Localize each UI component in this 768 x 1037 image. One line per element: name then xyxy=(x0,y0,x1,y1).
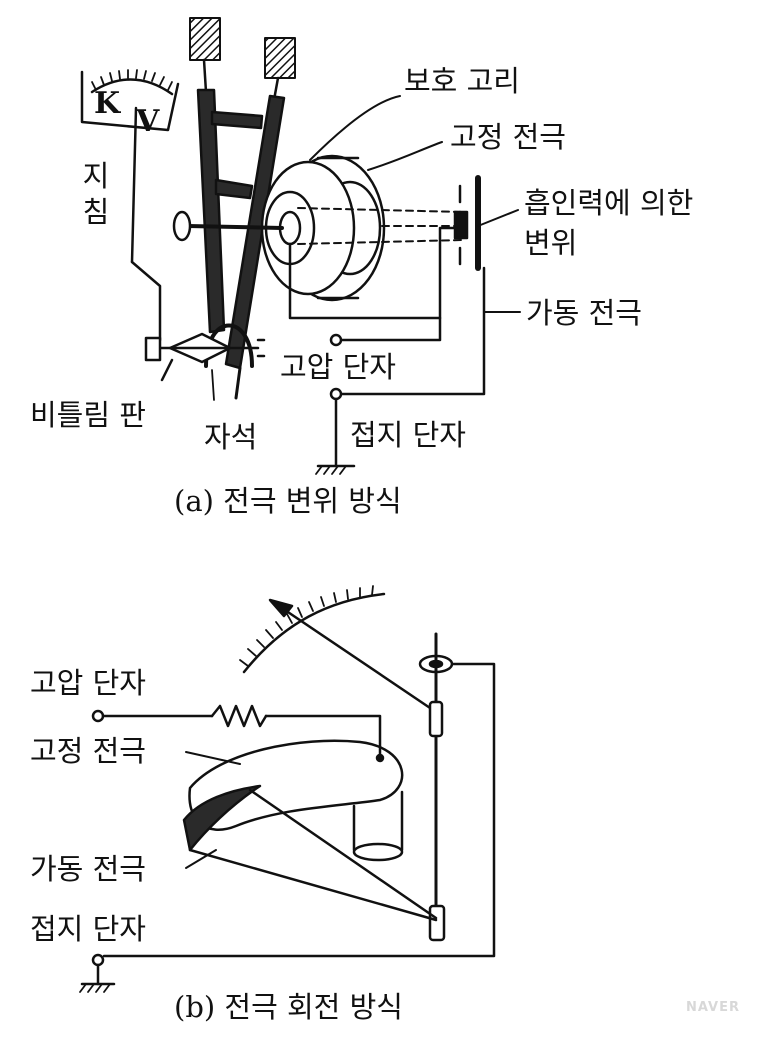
label-pointer-1: 지 xyxy=(82,159,110,193)
caption-a: (a) 전극 변위 방식 xyxy=(174,484,402,518)
ceiling-mount-right xyxy=(264,37,296,79)
ceiling-mount-left xyxy=(189,17,221,61)
meter-k-mark: K xyxy=(94,86,121,121)
label-displacement-1: 흡인력에 의한 xyxy=(524,186,694,220)
label-fixed-electrode-a: 고정 전극 xyxy=(450,120,566,154)
meter-scale xyxy=(80,69,180,132)
suspension-frame xyxy=(196,88,286,370)
caption-b: (b) 전극 회전 방식 xyxy=(174,990,403,1024)
naver-watermark: NAVER xyxy=(686,1000,741,1015)
scale-arc xyxy=(239,585,386,674)
displacement-plates xyxy=(297,175,481,271)
label-movable-electrode-a: 가동 전극 xyxy=(526,296,642,330)
label-pointer-2: 침 xyxy=(82,195,110,229)
wiring-b xyxy=(79,662,496,993)
rotating-shaft xyxy=(418,632,454,942)
fixed-electrode-b xyxy=(188,739,404,862)
label-high-voltage-terminal-a: 고압 단자 xyxy=(280,350,396,384)
label-displacement-2: 변위 xyxy=(524,226,578,260)
label-ground-terminal-a: 접지 단자 xyxy=(350,418,466,452)
pointer-b xyxy=(268,598,438,714)
label-magnet: 자석 xyxy=(204,420,258,454)
leaders-b xyxy=(185,751,241,869)
label-high-voltage-terminal-b: 고압 단자 xyxy=(30,666,146,700)
movable-electrode-b xyxy=(182,784,438,922)
wiring-a xyxy=(288,226,486,475)
label-ground-terminal-b: 접지 단자 xyxy=(30,912,146,946)
label-guard-ring: 보호 고리 xyxy=(404,64,520,98)
pointer xyxy=(130,106,162,342)
label-torsion-plate: 비틀림 판 xyxy=(30,398,146,432)
label-fixed-electrode-b: 고정 전극 xyxy=(30,734,146,768)
torsion-plate xyxy=(144,332,266,382)
meter-v-mark: V xyxy=(136,104,160,139)
label-movable-electrode-b: 가동 전극 xyxy=(30,852,146,886)
leaders-a xyxy=(309,95,521,313)
